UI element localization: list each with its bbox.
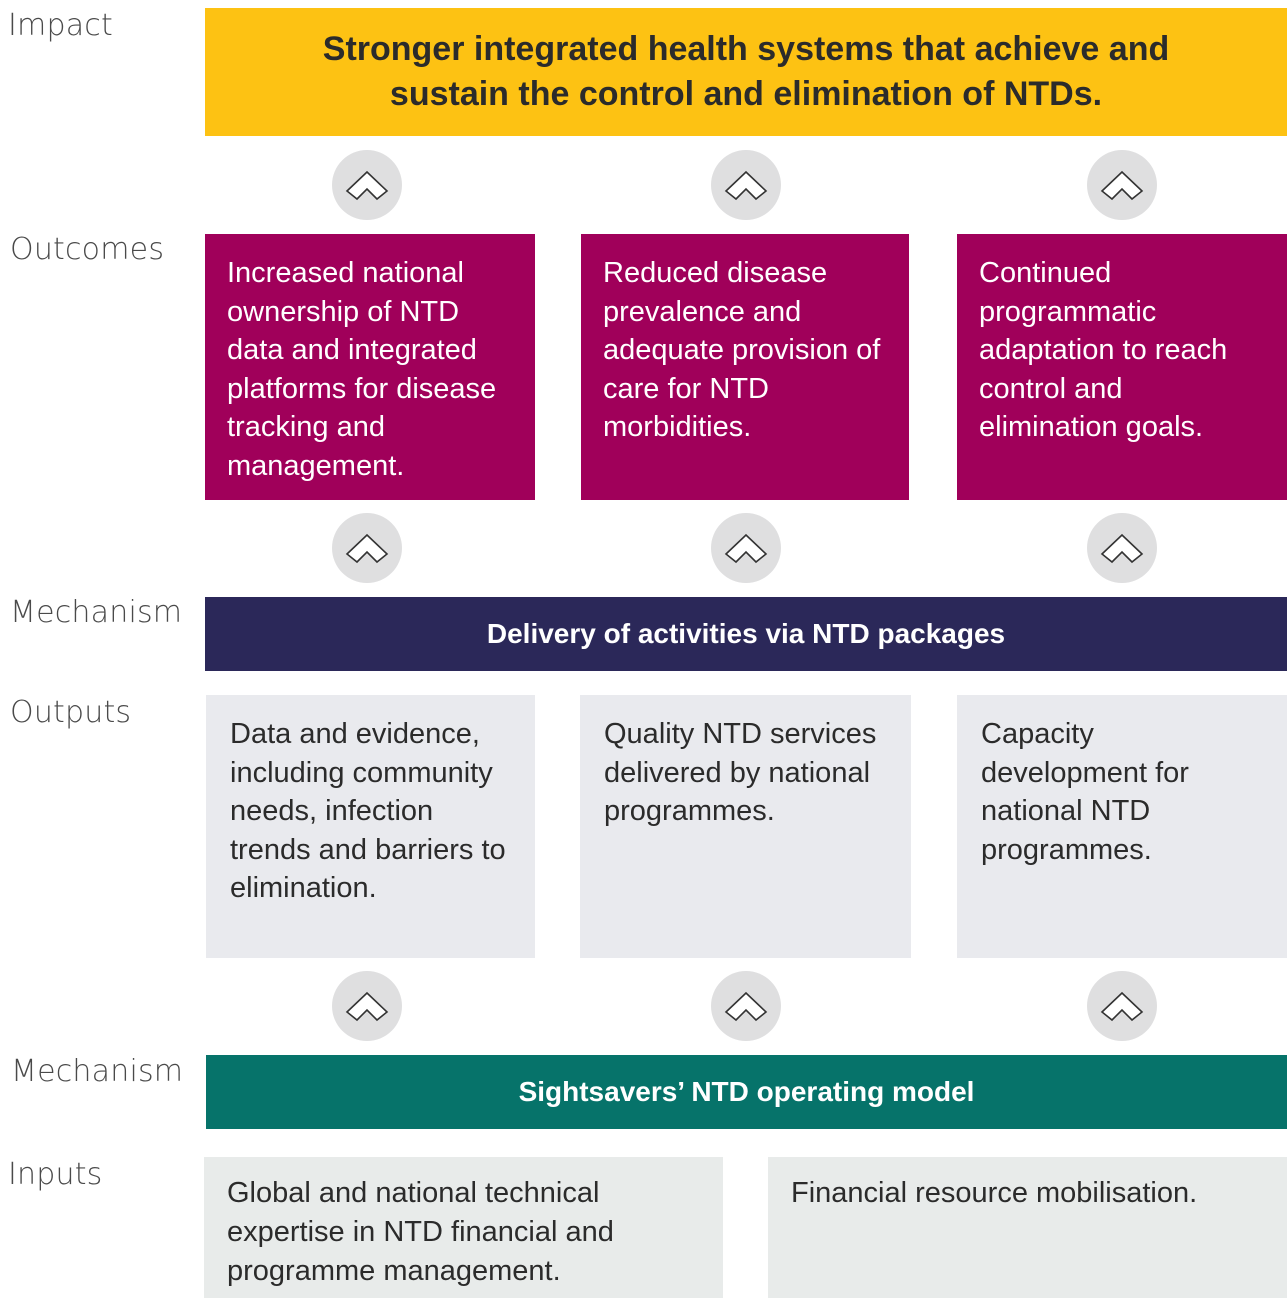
output-text: Capacity development for national NTD pr…: [981, 718, 1189, 866]
mechanism-operating-model-band: Sightsavers’ NTD operating model: [206, 1055, 1287, 1129]
input-text: Global and national technical expertise …: [227, 1177, 614, 1287]
outcome-box-national-ownership: Increased national ownership of NTD data…: [205, 234, 535, 500]
chevron-up-icon: [1087, 513, 1157, 583]
output-box-data-evidence: Data and evidence, including community n…: [206, 695, 535, 958]
row-label-inputs: Inputs: [8, 1157, 103, 1192]
input-text: Financial resource mobilisation.: [791, 1177, 1198, 1209]
output-box-capacity-development: Capacity development for national NTD pr…: [957, 695, 1287, 958]
outcome-text: Reduced disease prevalence and adequate …: [603, 257, 881, 443]
input-box-technical-expertise: Global and national technical expertise …: [204, 1157, 723, 1298]
outcome-text: Increased national ownership of NTD data…: [227, 257, 497, 482]
row-label-mechanism-operating-model: Mechanism: [11, 1054, 184, 1089]
outcome-box-reduced-prevalence: Reduced disease prevalence and adequate …: [581, 234, 909, 500]
outcome-text: Continued programmatic adaptation to rea…: [979, 257, 1228, 443]
outcome-box-programmatic-adaptation: Continued programmatic adaptation to rea…: [957, 234, 1287, 500]
impact-text-line-2: sustain the control and elimination of N…: [389, 75, 1103, 113]
chevron-up-icon: [332, 971, 402, 1041]
row-label-mechanism-delivery: Mechanism: [10, 595, 183, 630]
row-label-outcomes: Outcomes: [10, 232, 165, 267]
row-label-outputs: Outputs: [10, 695, 132, 730]
chevron-up-icon: [711, 513, 781, 583]
output-box-quality-services: Quality NTD services delivered by nation…: [580, 695, 911, 958]
chevron-up-icon: [1087, 971, 1157, 1041]
chevron-up-icon: [332, 513, 402, 583]
mechanism-delivery-text: Delivery of activities via NTD packages: [486, 618, 1006, 649]
impact-box: Stronger integrated health systems that …: [205, 8, 1287, 136]
chevron-up-icon: [1087, 150, 1157, 220]
chevron-up-icon: [711, 971, 781, 1041]
output-text: Data and evidence, including community n…: [230, 718, 506, 904]
output-text: Quality NTD services delivered by nation…: [604, 718, 877, 827]
chevron-up-icon: [711, 150, 781, 220]
chevron-up-icon: [332, 150, 402, 220]
impact-text-line-1: Stronger integrated health systems that …: [322, 30, 1170, 68]
input-box-financial-mobilisation: Financial resource mobilisation.: [768, 1157, 1287, 1298]
mechanism-delivery-band: Delivery of activities via NTD packages: [205, 597, 1287, 671]
mechanism-operating-model-text: Sightsavers’ NTD operating model: [518, 1076, 975, 1107]
row-label-impact: Impact: [8, 8, 113, 43]
